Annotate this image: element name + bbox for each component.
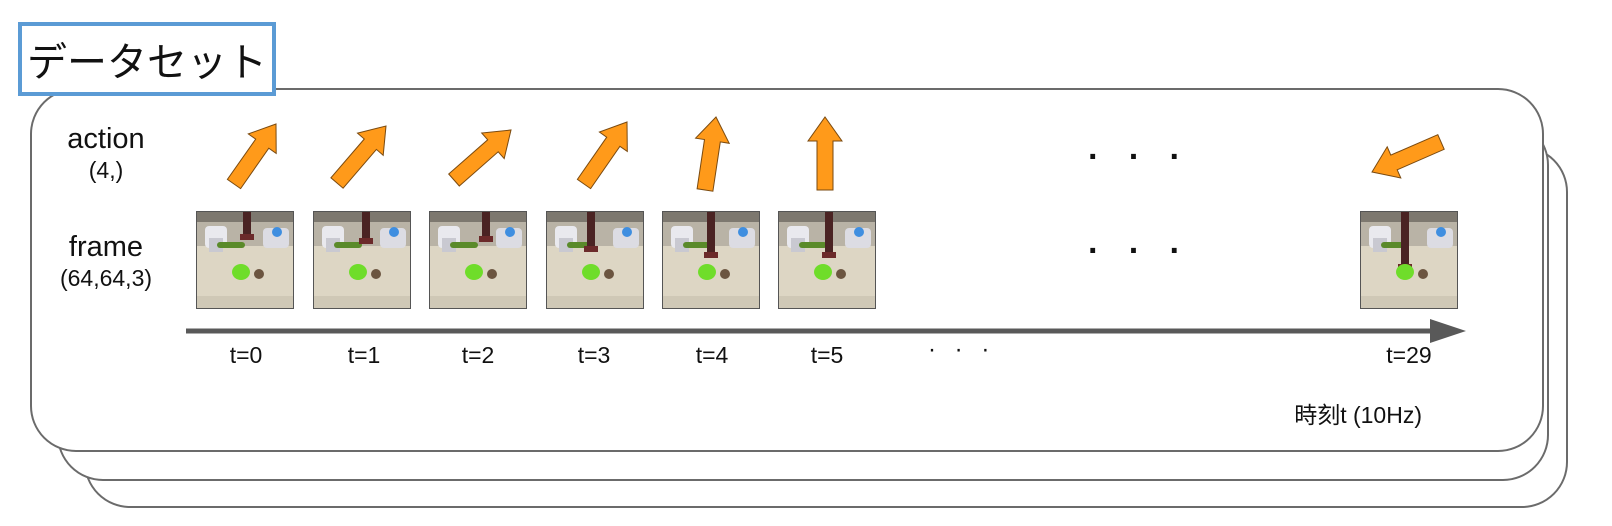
timestep-label: t=3 — [577, 342, 611, 368]
action-arrows — [226, 116, 1445, 192]
action-arrow — [226, 123, 277, 190]
timestep-label: t=0 — [229, 342, 263, 368]
frame-thumbnail — [778, 211, 876, 309]
frame-thumbnail — [313, 211, 411, 309]
timestep-label: t=2 — [461, 342, 495, 368]
time-axis-label: 時刻t (10Hz) — [1294, 402, 1422, 428]
time-axis-arrowhead — [1430, 319, 1466, 343]
timestep-label: t=1 — [347, 342, 381, 368]
action-arrow — [447, 129, 512, 187]
action-label-shape: (4,) — [88, 157, 124, 183]
timestep-label: t=4 — [695, 342, 729, 368]
action-arrow — [330, 125, 387, 189]
dataset-title: データセット — [18, 22, 276, 96]
frame-label: frame (64,64,3) — [26, 230, 186, 292]
action-arrow — [1371, 134, 1445, 179]
timestep-label: t=5 — [810, 342, 844, 368]
frame-thumbnail — [546, 211, 644, 309]
action-arrow — [576, 121, 628, 190]
timestep-label: t=29 — [1386, 342, 1432, 368]
action-label-name: action — [67, 123, 145, 155]
action-ellipsis: · · · — [1088, 138, 1191, 176]
frame-thumbnail — [1360, 211, 1458, 309]
frame-thumbnail — [196, 211, 294, 309]
frame-thumbnail — [429, 211, 527, 309]
action-arrow — [807, 116, 843, 191]
frame-label-name: frame — [68, 231, 144, 263]
frame-ellipsis: · · · — [1088, 232, 1191, 270]
frame-label-shape: (64,64,3) — [59, 265, 153, 291]
action-arrow — [694, 116, 731, 192]
frame-thumbnail — [662, 211, 760, 309]
time-ellipsis: · · · — [928, 336, 996, 363]
action-label: action (4,) — [26, 122, 186, 184]
